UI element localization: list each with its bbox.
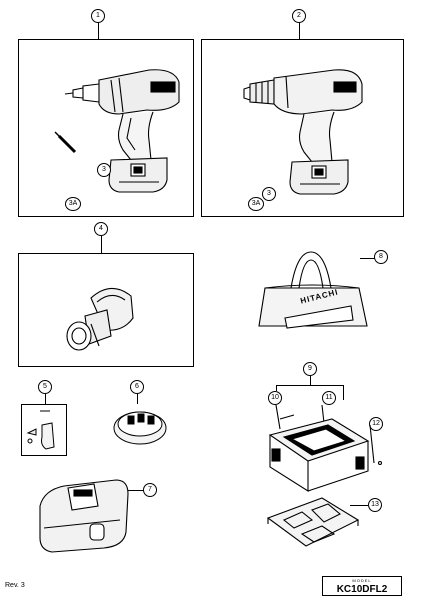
leader-8 [360,258,376,259]
callout-7: 7 [143,483,157,497]
leader-13 [350,505,368,506]
callout-1: 1 [91,9,105,23]
belt-hook-illustration [26,410,55,450]
callout-4: 4 [94,222,108,236]
revision-label: Rev. 3 [5,582,25,589]
model-box: MODEL KC10DFL2 [322,576,402,596]
leader-1 [98,23,99,39]
callout-12: 12 [369,417,383,431]
model-caption: MODEL [352,578,372,583]
leader-2 [299,23,300,39]
panel-belt-hook [21,404,67,456]
leader-7 [128,490,144,491]
tool-bag-illustration [258,251,368,329]
model-number: KC10DFL2 [336,584,388,595]
callout-13: 13 [368,498,382,512]
callout-3A-panel1: 3A [65,197,81,211]
panel-impact-driver: 3 3A [18,39,194,217]
callout-5: 5 [38,380,52,394]
callout-9: 9 [303,362,317,376]
leader-5 [45,394,46,404]
flashlight-illustration [66,287,134,351]
carrying-case-illustration [268,404,383,492]
callout-6: 6 [130,380,144,394]
charger-illustration [39,479,129,553]
panel-flashlight [18,253,194,367]
callout-8: 8 [374,250,388,264]
callout-3-panel2: 3 [262,187,276,201]
panel-drill-driver: 3 3A [201,39,404,217]
leader-9-left [276,385,277,391]
callout-2: 2 [292,9,306,23]
leader-6 [137,394,138,404]
inner-tray-illustration [266,497,360,547]
callout-3A-panel2: 3A [248,197,264,211]
drill-driver-illustration [243,69,363,195]
callout-3-panel1: 3 [97,163,111,177]
leader-9-right [343,385,344,400]
impact-driver-illustration [54,69,180,193]
bit-holder-illustration [113,411,167,445]
leader-9-bar [276,385,344,386]
leader-4 [101,236,102,253]
leader-9 [310,376,311,386]
callout-10: 10 [268,391,282,405]
callout-11: 11 [322,391,336,405]
